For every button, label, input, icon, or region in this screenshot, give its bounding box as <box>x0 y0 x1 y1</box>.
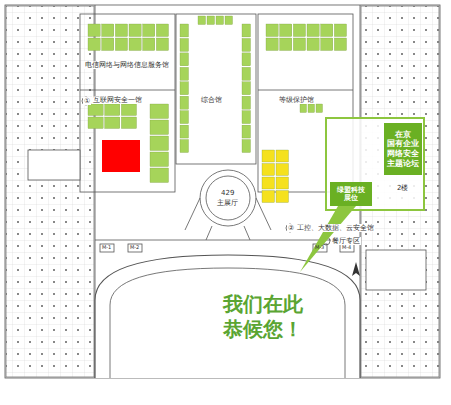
stall <box>143 24 155 37</box>
highlight-block <box>102 140 140 172</box>
stall <box>180 82 189 95</box>
stall <box>150 136 169 151</box>
callout-text: 我们在此 恭候您！ <box>222 292 314 342</box>
stall <box>216 16 224 25</box>
stall <box>105 117 120 129</box>
stall <box>242 38 251 51</box>
node-text: 绿盟科技 展位 <box>332 186 370 203</box>
stall <box>321 24 333 37</box>
stall <box>102 24 114 37</box>
stall <box>242 125 251 138</box>
stall <box>334 24 346 37</box>
area-label: 餐厅专区 <box>331 237 361 245</box>
stall <box>198 16 206 25</box>
area-label: M-3 <box>314 245 325 251</box>
stall <box>280 24 292 37</box>
area-label: M-2 <box>129 245 140 251</box>
area-label: 工控、大数据、云安全馆 <box>296 224 375 232</box>
stall <box>115 38 127 51</box>
area-label: ② <box>287 224 295 232</box>
stall <box>262 177 275 189</box>
stall <box>280 38 292 51</box>
stall <box>225 16 233 25</box>
stall <box>150 152 169 167</box>
booth-box: 绿盟科技 展位 <box>330 182 372 206</box>
stall <box>180 38 189 51</box>
stall <box>266 24 278 37</box>
stall <box>276 191 289 203</box>
stall <box>293 38 305 51</box>
stall <box>307 38 319 51</box>
stall <box>180 111 189 124</box>
stall <box>121 117 136 129</box>
stall <box>300 104 307 113</box>
area-label: 互联网安全一馆 <box>92 96 143 104</box>
stall <box>242 53 251 66</box>
area-label: M-1 <box>101 245 112 251</box>
area-label: 综合馆 <box>200 96 223 104</box>
stall <box>262 191 275 203</box>
stall <box>129 24 141 37</box>
area-label: 429 <box>220 189 235 197</box>
stall <box>150 120 169 135</box>
stall <box>180 24 189 37</box>
area-label: 等级保护馆 <box>278 96 315 104</box>
stall <box>293 24 305 37</box>
stall <box>308 104 315 113</box>
stall <box>207 16 215 25</box>
stall <box>129 38 141 51</box>
stall <box>262 164 275 176</box>
stall <box>262 150 275 162</box>
stall <box>115 24 127 37</box>
stall <box>242 96 251 109</box>
stall <box>276 150 289 162</box>
stall <box>88 117 103 129</box>
forum-box: 在京 国有企业 网络安全 主题论坛 <box>384 123 422 175</box>
stall <box>266 38 278 51</box>
stall <box>88 104 103 116</box>
area-label: 2楼 <box>396 184 409 192</box>
stall <box>143 38 155 51</box>
stall <box>105 104 120 116</box>
stall <box>150 104 169 119</box>
stall <box>276 164 289 176</box>
area-label: 电信网络与网络信息服务馆 <box>84 61 170 69</box>
stall <box>334 38 346 51</box>
stall <box>316 104 323 113</box>
stall <box>242 82 251 95</box>
stall <box>242 67 251 80</box>
stall <box>242 111 251 124</box>
stall <box>242 24 251 37</box>
stall <box>180 67 189 80</box>
area-label: M-4 <box>341 245 352 251</box>
stall <box>276 177 289 189</box>
stall <box>88 38 100 51</box>
stall <box>307 24 319 37</box>
area-label: 主展厅 <box>216 199 239 207</box>
stall <box>180 53 189 66</box>
stall <box>88 24 100 37</box>
stall <box>156 38 168 51</box>
callout-frame <box>326 118 424 210</box>
stall <box>102 38 114 51</box>
stall <box>121 104 136 116</box>
stall <box>180 140 189 153</box>
stall <box>180 125 189 138</box>
stall <box>150 168 169 183</box>
area-label: ① <box>83 97 91 105</box>
node-text: 在京 国有企业 网络安全 主题论坛 <box>386 130 420 168</box>
stall <box>180 96 189 109</box>
stall <box>321 38 333 51</box>
stall <box>242 140 251 153</box>
stall <box>156 24 168 37</box>
north-arrow <box>352 262 360 276</box>
